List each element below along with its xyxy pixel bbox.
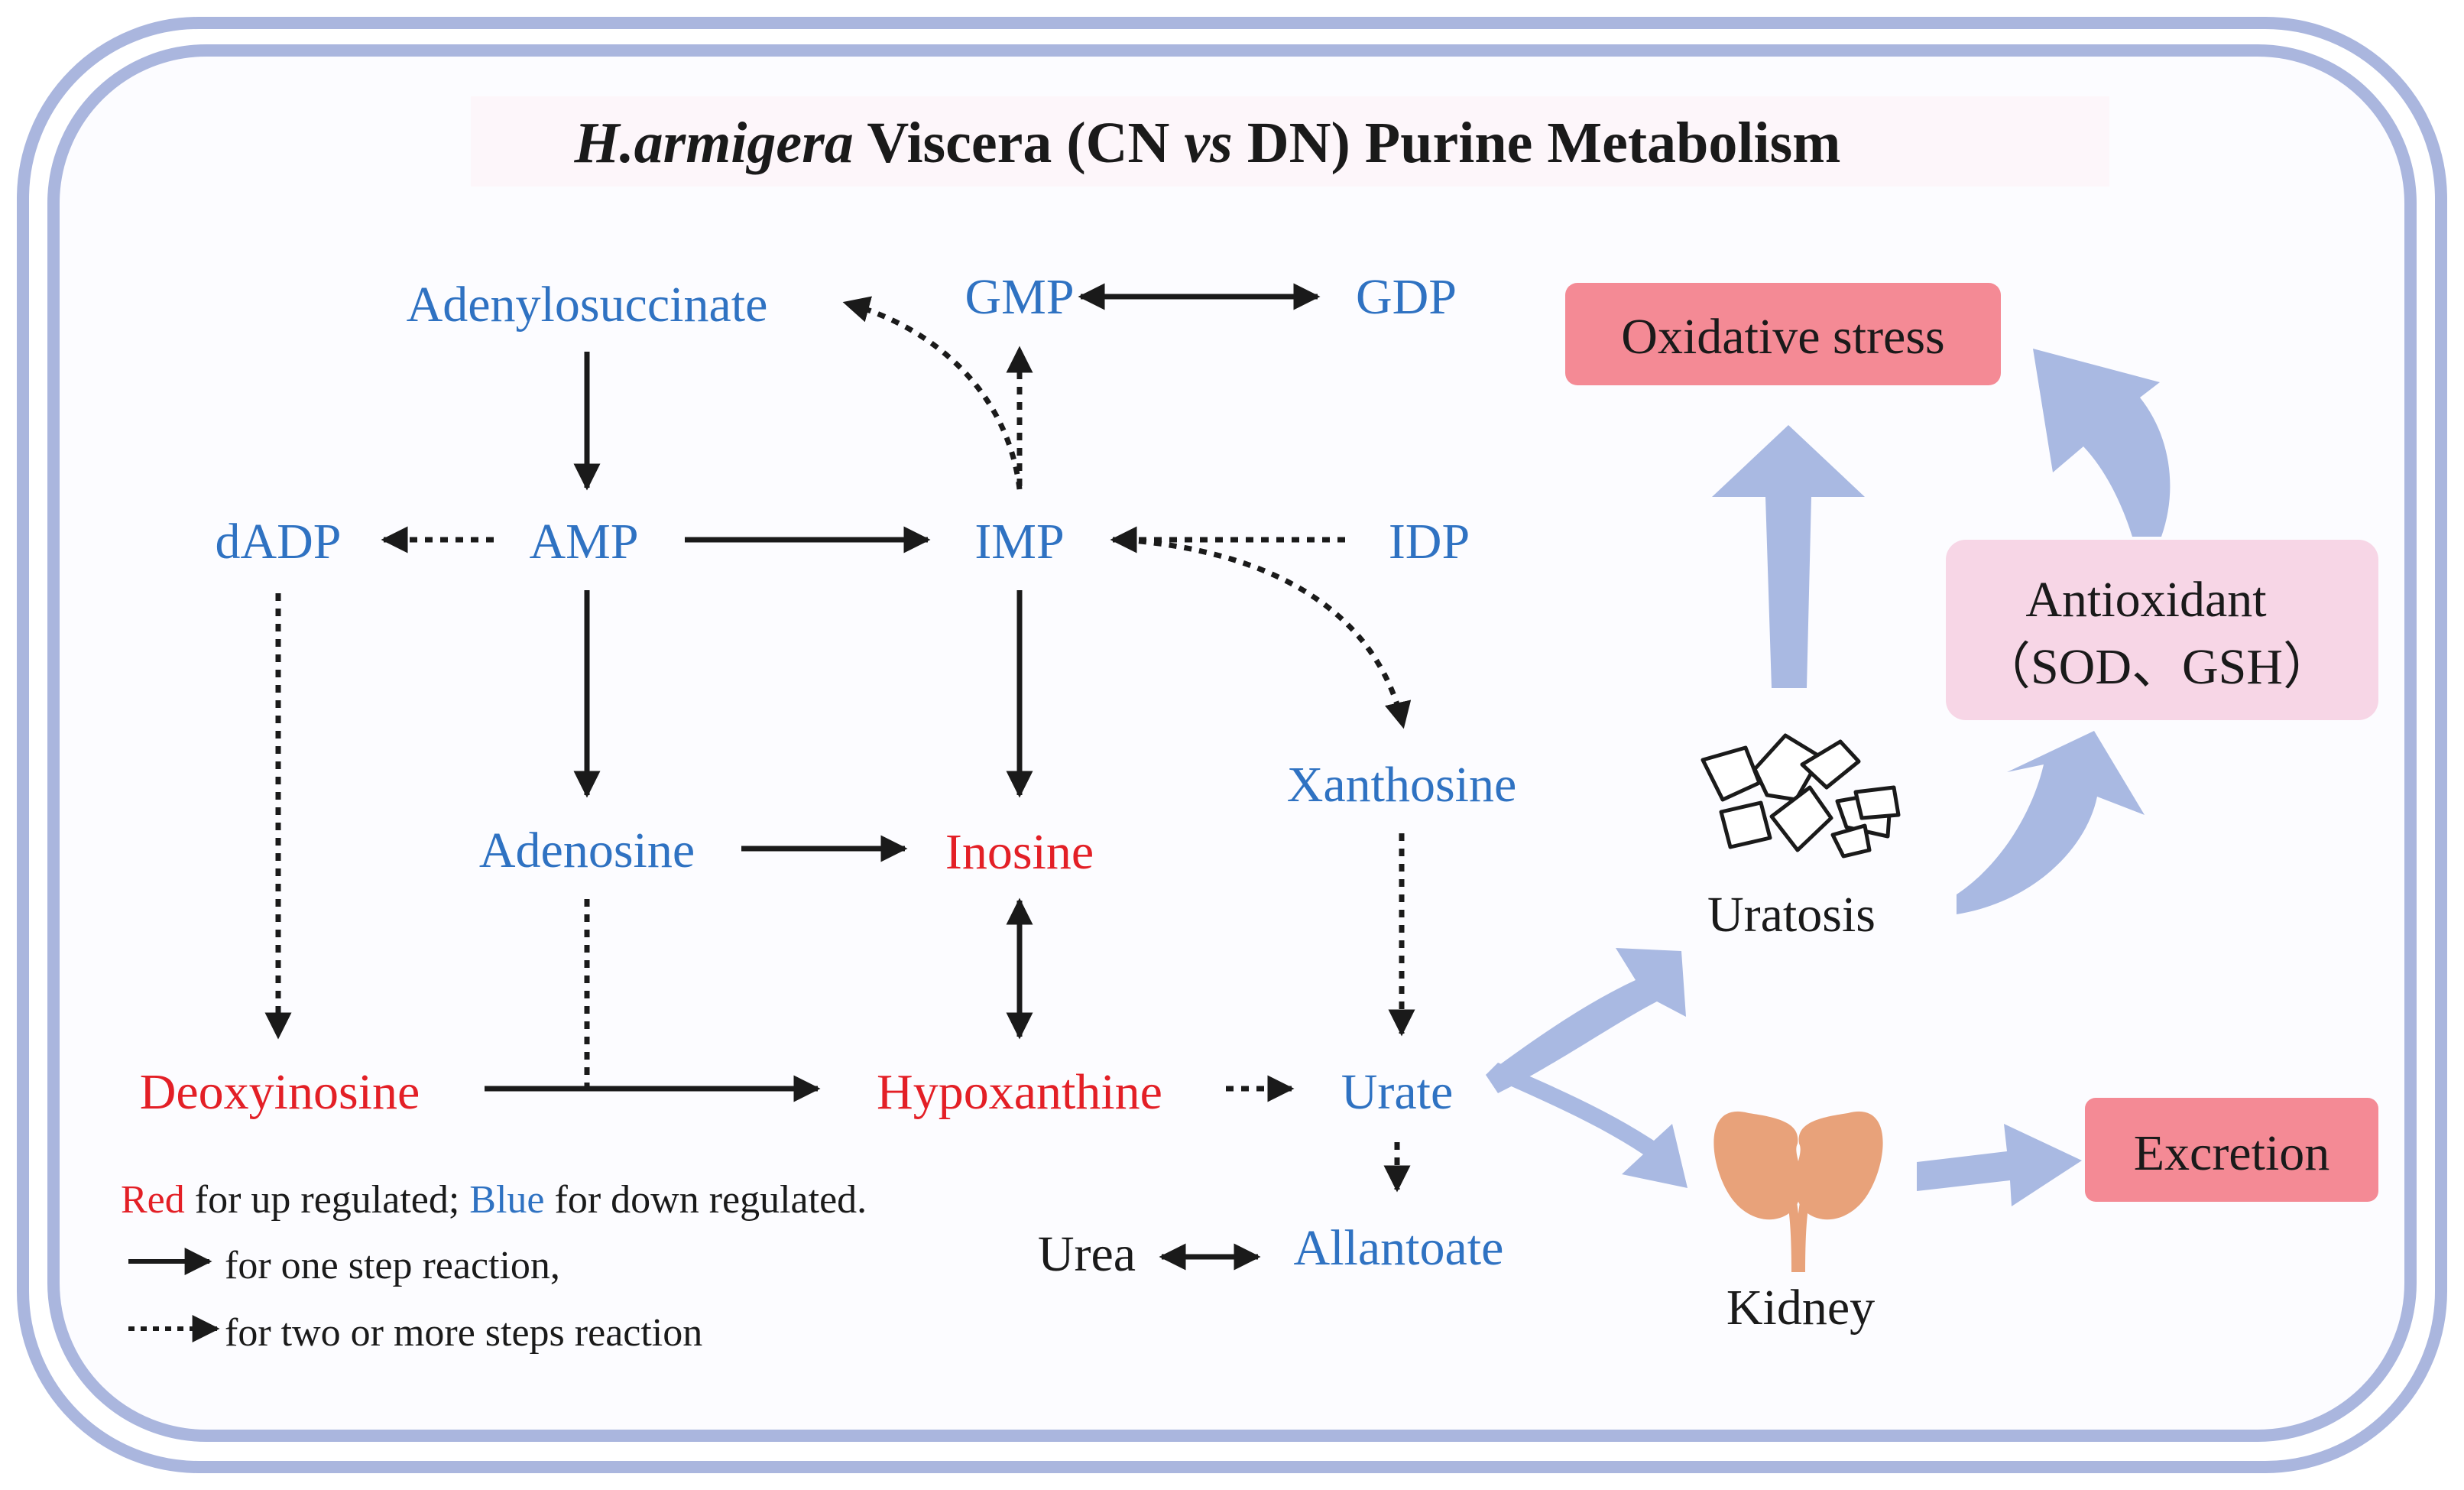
node-inosine: Inosine: [945, 824, 1094, 880]
node-imp: IMP: [974, 514, 1064, 570]
node-gdp: GDP: [1356, 269, 1457, 325]
big-arrow-antioxidant-stress: [2033, 349, 2171, 537]
oxidative-stress-box: [1565, 283, 2001, 385]
legend-multi-step: for two or more steps reaction: [225, 1311, 702, 1355]
kidney-icon: [1713, 1111, 1883, 1273]
excretion-box: [2085, 1098, 2378, 1202]
node-amp: AMP: [529, 514, 638, 570]
reaction-arrows: [264, 283, 1415, 1271]
node-urate: Urate: [1341, 1064, 1454, 1120]
node-xanthosine: Xanthosine: [1287, 757, 1517, 813]
inner-frame: [47, 44, 2417, 1442]
node-adenylosuccinate: Adenylosuccinate: [407, 277, 768, 333]
kidney-label: Kidney: [1726, 1280, 1875, 1336]
antioxidant-box: [1946, 540, 2378, 720]
node-idp: IDP: [1389, 514, 1470, 570]
excretion-label: Excretion: [2134, 1125, 2330, 1181]
legend-color-key: Red for up regulated; Blue for down regu…: [121, 1178, 867, 1222]
node-dadp: dADP: [215, 514, 341, 570]
node-allantoate: Allantoate: [1294, 1220, 1504, 1276]
big-arrow-kidney-excretion: [1917, 1124, 2082, 1206]
node-urea: Urea: [1038, 1226, 1136, 1282]
outer-frame: [17, 17, 2447, 1473]
antioxidant-label: Antioxidant: [2025, 572, 2266, 628]
big-arrow-uratosis-stress: [1712, 425, 1865, 688]
oxidative-stress-label: Oxidative stress: [1621, 309, 1944, 365]
legend-one-step: for one step reaction,: [225, 1244, 560, 1287]
diagram-title: H.armigera Viscera (CN vs DN) Purine Met…: [574, 111, 1841, 175]
node-deoxyinosine: Deoxyinosine: [140, 1064, 420, 1120]
title-background: [471, 96, 2109, 187]
arrow-imp-adenylosuccinate: [842, 296, 1023, 490]
crystals-icon: [1700, 733, 1901, 859]
node-gmp: GMP: [965, 269, 1074, 325]
node-hypoxanthine: Hypoxanthine: [877, 1064, 1162, 1120]
physiology-arrows: [1486, 349, 2171, 1206]
big-arrow-urate-kidney: [1486, 1063, 1688, 1188]
node-adenosine: Adenosine: [479, 823, 695, 878]
antioxidant-sub-label: （SOD、GSH）: [1980, 639, 2333, 695]
big-arrow-uratosis-antioxidant: [1957, 731, 2145, 914]
uratosis-label: Uratosis: [1707, 887, 1876, 943]
arrow-imp-xanthosine: [1123, 537, 1412, 729]
big-arrow-urate-uratosis: [1486, 948, 1686, 1093]
